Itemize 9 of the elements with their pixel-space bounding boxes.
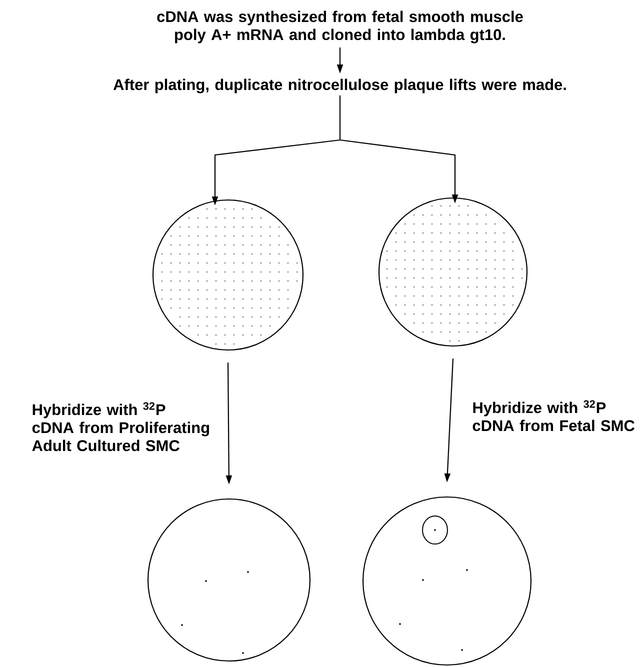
- edge-label: Hybridize with $^{32}$P cDNA from Fetal SMC: [472, 400, 634, 432]
- membrane-filter: [378, 197, 528, 347]
- connector-line: [339, 95, 341, 140]
- membrane-filter: [147, 498, 311, 662]
- step-text: cDNA was synthesized from fetal smooth muscle poly A+ mRNA and cloned into lambda gt10.: [157, 10, 523, 44]
- membrane-filter: [362, 496, 532, 666]
- step-text: After plating, duplicate nitrocellulose plaque lifts were made.: [113, 78, 566, 94]
- membrane-filter: [152, 199, 304, 351]
- edge-label: Hybridize with $^{32}$P cDNA from Proliferating Adult Cultured SMC: [32, 402, 209, 452]
